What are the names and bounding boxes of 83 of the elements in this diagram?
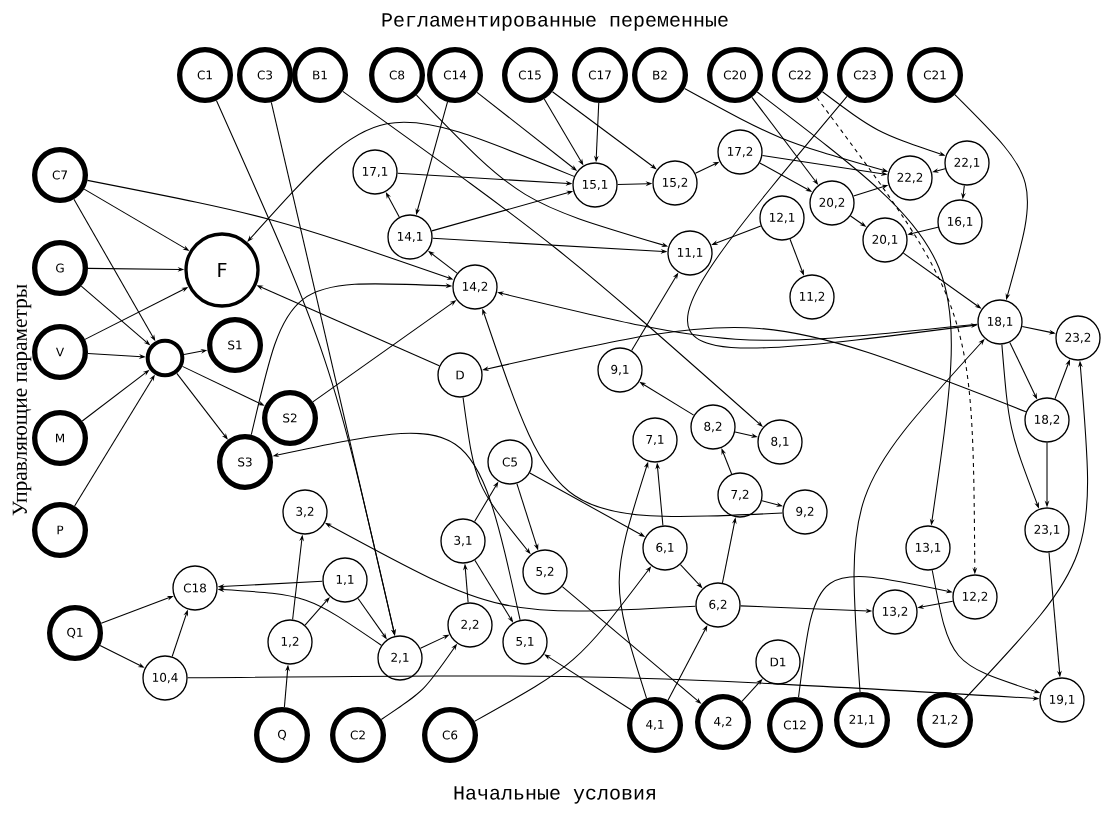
circle-node: 18,2 [1024, 397, 1070, 443]
circle-node: 20,1 [862, 217, 908, 263]
group-heading: Регламентированные переменные [382, 13, 728, 31]
circle-node: 1,1 [322, 557, 368, 603]
circle-node: 20,2 [809, 180, 855, 226]
thick-circle-node: C21 [907, 47, 963, 103]
circle-node: C18 [172, 565, 218, 611]
circle-node: 12,1 [759, 195, 805, 241]
circle-node: D1 [755, 639, 801, 685]
circle-node: 8,1 [757, 419, 803, 465]
circle-node: 6,1 [642, 525, 688, 571]
thick-circle-node: C6 [422, 707, 478, 763]
circle-node: 1,2 [267, 619, 313, 665]
circle-node: 9,2 [782, 489, 828, 535]
thick-circle-node: V [32, 324, 88, 380]
thick-circle-node: S1 [207, 317, 263, 373]
circle-node: 9,1 [597, 347, 643, 393]
circle-node: 23,2 [1055, 315, 1101, 361]
thick-circle-node: C17 [572, 47, 628, 103]
thick-circle-node: B2 [632, 47, 688, 103]
group-heading: Управляющие параметры [12, 284, 32, 516]
circle-node: 14,2 [452, 264, 498, 310]
circle-node: C5 [487, 439, 533, 485]
thick-circle-node: 21,2 [917, 692, 973, 748]
group-heading: Начальные условия [454, 786, 655, 804]
thick-circle-node: Q1 [47, 605, 103, 661]
thick-circle-node: 21,1 [834, 692, 890, 748]
thick-circle-node: C14 [427, 47, 483, 103]
circle-node: 5,2 [522, 549, 568, 595]
thick-circle-node: M [32, 410, 88, 466]
arrow [342, 90, 763, 427]
thick-circle-node: C23 [837, 47, 893, 103]
thick-circle-node: S2 [262, 390, 318, 446]
circle-node: 17,2 [717, 129, 763, 175]
circle-node: 8,2 [690, 404, 736, 450]
circle-node: 12,2 [952, 574, 998, 620]
thick-circle-node: C8 [369, 47, 425, 103]
circle-node: 2,2 [447, 602, 493, 648]
circle-node: 13,2 [872, 589, 918, 635]
circle-node: 16,1 [937, 199, 983, 245]
circle-node: 11,1 [667, 230, 713, 276]
circle-node: 3,1 [440, 518, 486, 564]
thick-circle-node: B1 [292, 47, 348, 103]
thick-circle-node: C7 [32, 147, 88, 203]
circle-node: 17,1 [352, 149, 398, 195]
arrow [551, 91, 657, 170]
arrow [247, 121, 575, 242]
thick-circle-node: G [32, 240, 88, 296]
circle-node: 15,1 [572, 162, 618, 208]
junction-circle [145, 338, 185, 378]
thick-circle-node: 4,1 [627, 697, 683, 753]
circle-node: 7,1 [632, 417, 678, 463]
circle-node: 14,1 [387, 214, 433, 260]
circle-node: 19,1 [1039, 677, 1085, 723]
circle-node: D [437, 352, 483, 398]
arrow [176, 372, 228, 440]
thick-circle-node: C22 [772, 47, 828, 103]
thick-circle-node: C20 [707, 47, 763, 103]
thick-circle-node: C2 [330, 707, 386, 763]
circle-node: 10,4 [142, 655, 188, 701]
arrow [544, 654, 632, 711]
circle-node: 11,2 [789, 274, 835, 320]
circle-node: 7,2 [717, 472, 763, 518]
thick-circle-node: C3 [237, 47, 293, 103]
circle-node: 5,1 [502, 619, 548, 665]
circle-node: 22,1 [944, 140, 990, 186]
circle-node: 22,2 [887, 155, 933, 201]
thick-circle-node: S3 [217, 434, 273, 490]
thick-circle-node: C12 [767, 697, 823, 753]
circle-node: 2,1 [377, 635, 423, 681]
thick-circle-node: C15 [502, 47, 558, 103]
circle-node: 23,1 [1024, 507, 1070, 553]
thick-circle-node: P [32, 502, 88, 558]
circle-node: 3,2 [282, 489, 328, 535]
thick-circle-node: Q [254, 707, 310, 763]
thick-circle-node: 4,2 [695, 694, 751, 750]
circle-node: 13,1 [905, 525, 951, 571]
arrow [667, 625, 708, 701]
thick-circle-node: C1 [177, 47, 233, 103]
circle-node: 18,1 [977, 299, 1023, 345]
circle-node: 15,2 [652, 160, 698, 206]
circle-node: 6,2 [695, 582, 741, 628]
large-circle-node: F [184, 232, 260, 308]
